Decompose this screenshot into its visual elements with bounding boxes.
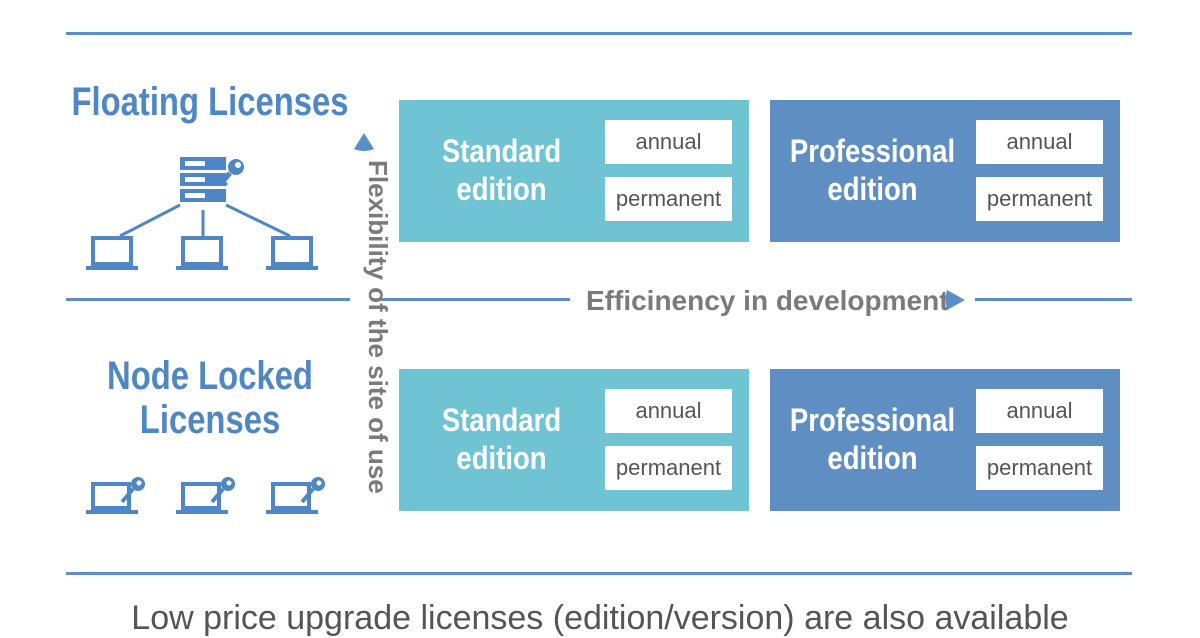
- permanent-option: permanent: [605, 177, 732, 221]
- floating-standard-panel: Standard edition annual permanent: [399, 100, 749, 242]
- server-key-icon: [180, 157, 244, 202]
- laptop-icon: [266, 236, 318, 270]
- node-locked-title-line2: Licenses: [139, 398, 281, 442]
- laptop-icon: [176, 236, 228, 270]
- middle-divider-right: [975, 298, 1132, 301]
- laptop-icon: [86, 236, 138, 270]
- panel-title-line1: Professional: [789, 402, 956, 438]
- permanent-option: permanent: [976, 446, 1103, 490]
- floating-licenses-title: Floating Licenses: [71, 80, 349, 124]
- panel-title-line1: Professional: [789, 133, 956, 169]
- panel-title-line1: Standard: [441, 133, 562, 169]
- network-lines: [119, 203, 291, 238]
- panel-title-line2: edition: [827, 440, 918, 476]
- middle-divider-left: [66, 298, 350, 301]
- middle-divider-center: [380, 298, 570, 301]
- bottom-divider: [66, 572, 1132, 575]
- annual-option: annual: [605, 389, 732, 433]
- laptop-key-icon: [86, 477, 145, 514]
- panel-title-line2: edition: [456, 440, 547, 476]
- top-divider: [66, 32, 1132, 35]
- annual-option: annual: [976, 389, 1103, 433]
- panel-title: Standard edition: [413, 401, 589, 477]
- panel-title-line2: edition: [456, 171, 547, 207]
- arrow-up-icon: [354, 133, 374, 151]
- laptop-key-icon: [266, 477, 325, 514]
- horizontal-axis-label: Efficinency in development: [580, 284, 955, 318]
- panel-title: Professional edition: [784, 132, 960, 208]
- node-locked-standard-panel: Standard edition annual permanent: [399, 369, 749, 511]
- annual-option: annual: [605, 120, 732, 164]
- panel-title-line2: edition: [827, 171, 918, 207]
- permanent-option: permanent: [976, 177, 1103, 221]
- arrow-right-icon: [945, 290, 965, 310]
- panel-title: Professional edition: [784, 401, 960, 477]
- footer-note: Low price upgrade licenses (edition/vers…: [131, 599, 1069, 637]
- floating-professional-panel: Professional edition annual permanent: [770, 100, 1120, 242]
- laptop-key-icon: [176, 477, 235, 514]
- panel-title-line1: Standard: [441, 402, 562, 438]
- annual-option: annual: [976, 120, 1103, 164]
- panel-title: Standard edition: [413, 132, 589, 208]
- node-locked-professional-panel: Professional edition annual permanent: [770, 369, 1120, 511]
- node-locked-title-line1: Node Locked: [107, 354, 313, 398]
- permanent-option: permanent: [605, 446, 732, 490]
- node-locked-licenses-title: Node Locked Licenses: [71, 354, 350, 442]
- vertical-axis-label: Flexibility of the site of use: [363, 160, 393, 494]
